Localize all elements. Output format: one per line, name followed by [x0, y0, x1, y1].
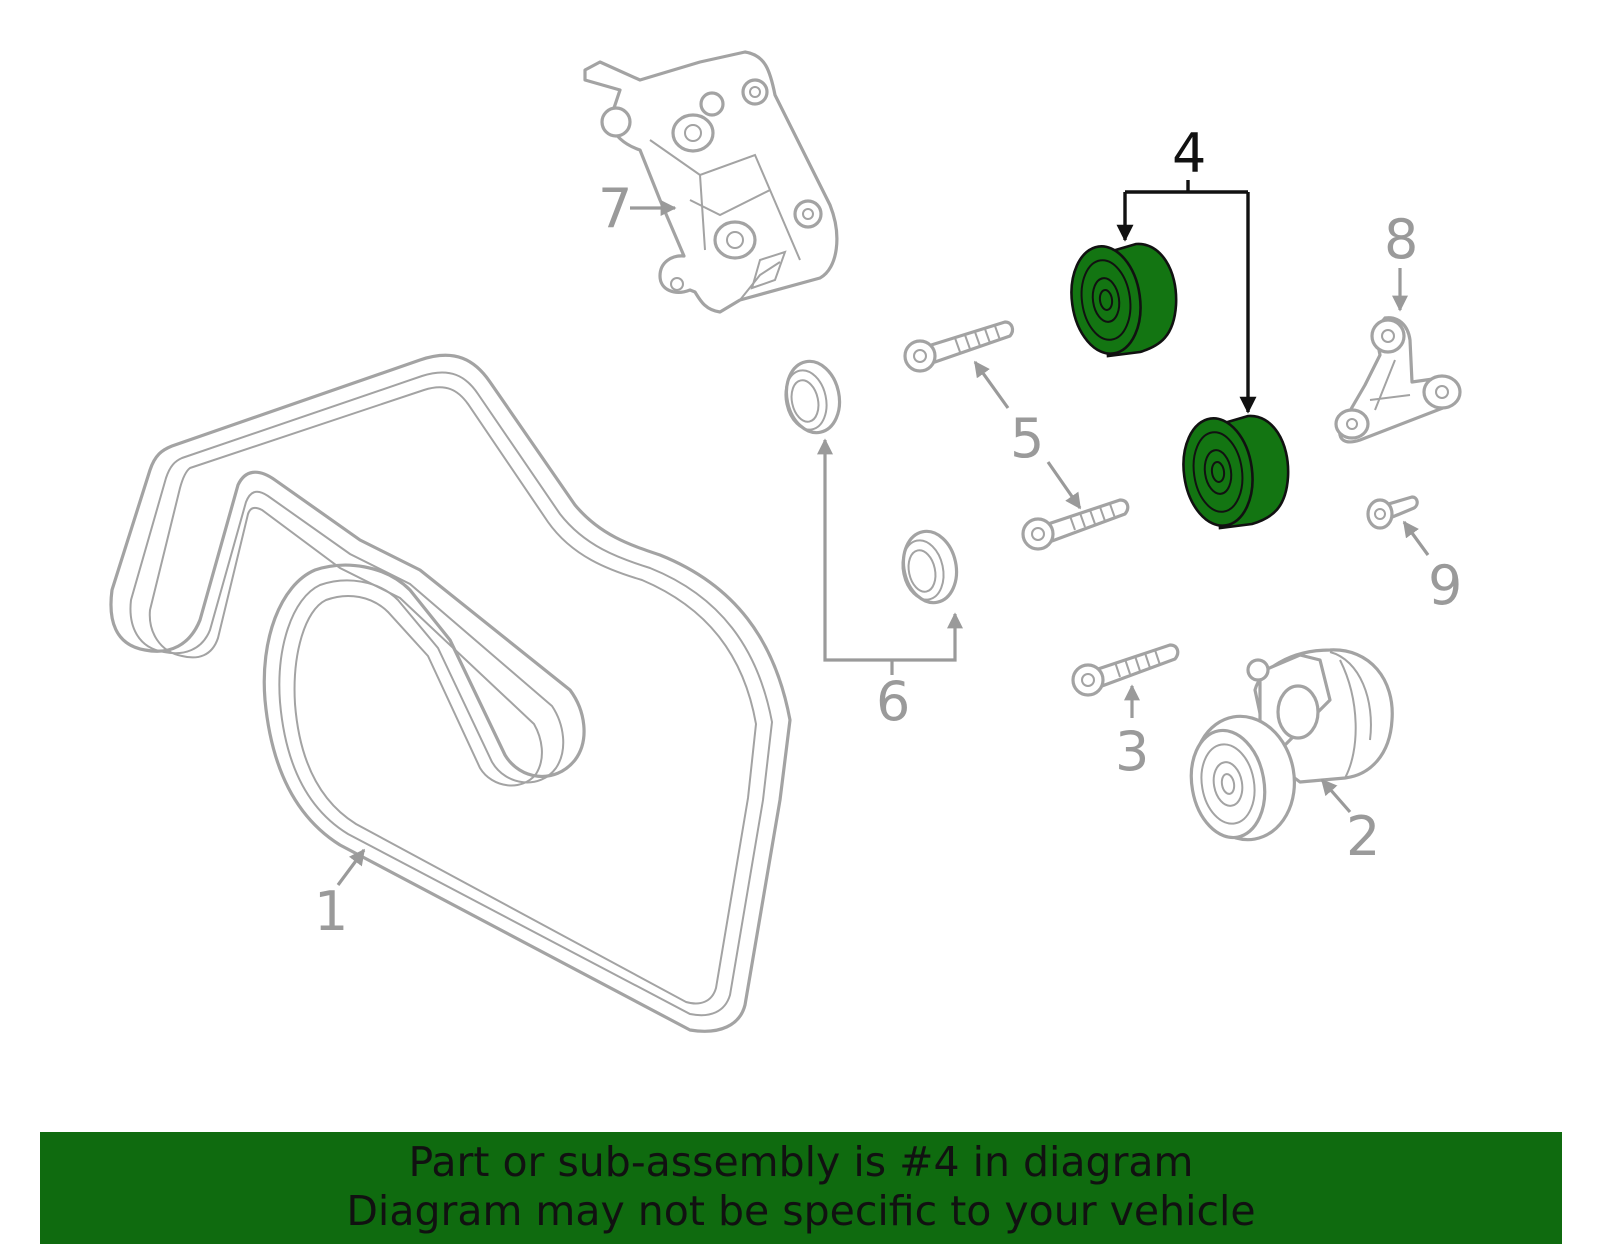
callout-1: 1	[314, 880, 348, 943]
callout-2: 2	[1346, 805, 1380, 868]
notice-banner: Part or sub-assembly is #4 in diagram Di…	[40, 1132, 1562, 1244]
leader-5b	[1046, 461, 1082, 510]
accessory-bracket	[583, 50, 839, 314]
seal-upper	[784, 359, 842, 435]
callout-4: 4	[1172, 122, 1206, 185]
leader-2	[1320, 778, 1352, 814]
banner-line-2: Diagram may not be specific to your vehi…	[346, 1187, 1256, 1235]
callout-8: 8	[1384, 208, 1418, 271]
callout-3: 3	[1115, 720, 1149, 783]
seal-lower	[901, 529, 959, 605]
callout-6: 6	[876, 670, 910, 733]
belt-tensioner	[1189, 648, 1394, 842]
leader-6b	[892, 612, 963, 662]
leader-6	[817, 438, 892, 662]
bolt-lower	[1021, 498, 1130, 551]
small-bolt	[1366, 495, 1419, 530]
callout-5: 5	[1010, 407, 1044, 470]
callout-7: 7	[598, 177, 632, 240]
leader-1	[336, 848, 366, 886]
leader-9	[1402, 520, 1430, 556]
idler-bracket	[1334, 316, 1462, 444]
idler-pulley-upper	[1070, 242, 1178, 358]
parts-diagram: 1 2 3 4 5 6 7 8 9	[109, 50, 1462, 1033]
serpentine-belt	[109, 353, 792, 1033]
callout-9: 9	[1428, 554, 1462, 617]
banner-line-1: Part or sub-assembly is #4 in diagram	[408, 1138, 1194, 1186]
leader-5a	[973, 360, 1010, 409]
idler-pulley-lower	[1182, 414, 1290, 530]
tensioner-bolt	[1071, 643, 1180, 697]
bolt-upper	[903, 320, 1015, 373]
leader-4	[1125, 180, 1248, 194]
